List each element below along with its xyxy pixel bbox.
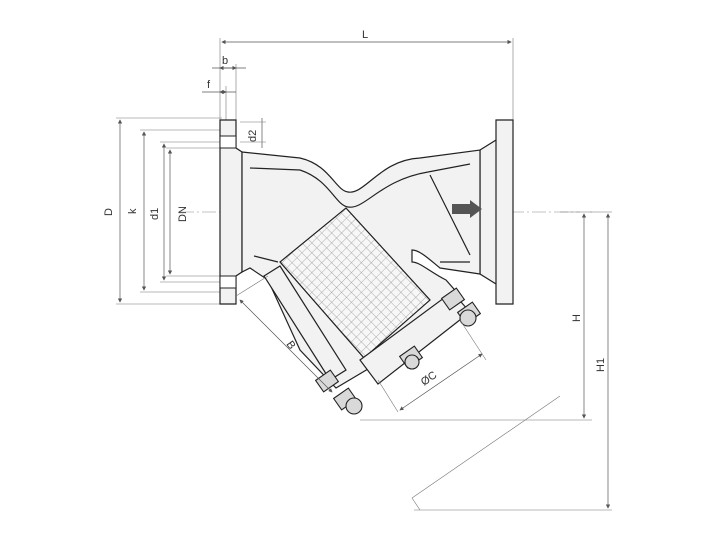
bolts [314, 287, 482, 415]
label-DN: DN [177, 206, 189, 222]
dimension-L: L [219, 29, 514, 120]
label-D: D [103, 208, 115, 216]
label-B: B [284, 339, 298, 352]
label-k: k [127, 208, 139, 214]
removal-line [411, 395, 561, 499]
dimension-k: k [127, 129, 222, 293]
label-d1: d1 [149, 208, 161, 220]
dimension-d2: d2 [240, 118, 266, 148]
label-d2: d2 [247, 130, 259, 142]
right-flange [479, 119, 514, 305]
dimension-DN: DN [166, 147, 222, 277]
dimension-H: H [360, 211, 592, 421]
label-b: b [222, 55, 228, 67]
dimension-d1: d1 [149, 141, 222, 283]
screen-basket [279, 207, 431, 359]
label-f: f [207, 79, 211, 91]
bolt-3 [440, 287, 482, 327]
dimension-H1: H1 [414, 211, 612, 511]
label-H1: H1 [595, 358, 607, 372]
label-L: L [362, 29, 368, 41]
dimension-D: D [103, 117, 222, 305]
removal-line-bottom [411, 497, 421, 511]
flow-arrow-icon [452, 200, 482, 218]
left-flange [219, 119, 243, 305]
label-H: H [571, 314, 583, 322]
dimension-b: b [212, 55, 246, 120]
dimension-f: f [202, 79, 236, 120]
